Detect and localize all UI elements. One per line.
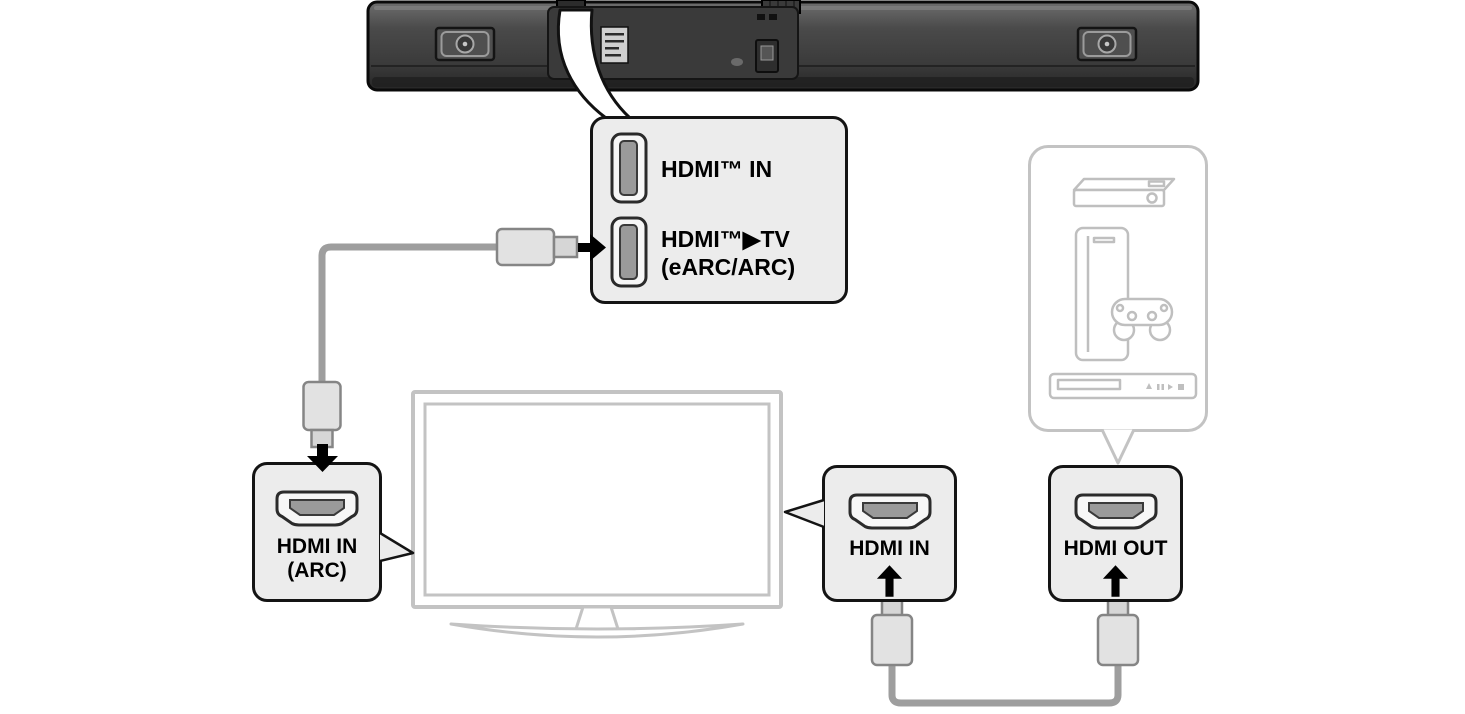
wall-mount-slot-icon (434, 26, 496, 62)
hdmi-port-icon (275, 490, 359, 527)
tv-hdmi-in-box: HDMI IN (822, 465, 957, 602)
hdmi-tv-label-line1: HDMI™▶TV (661, 226, 790, 252)
hdmi-plug-icon (495, 227, 579, 267)
hdmi-port-icon (610, 132, 648, 204)
hdmi-port-icon (1074, 493, 1157, 530)
external-devices-art (1048, 177, 1198, 400)
arrow-up-icon (1102, 565, 1129, 597)
hdmi-out-box-label: HDMI OUT (1063, 537, 1168, 560)
connector-pin (769, 14, 777, 20)
soundbar-ports-balloon: HDMI™ IN HDMI™▶TV (eARC/ARC) (590, 116, 848, 304)
soundbar-rear-icon (366, 0, 1200, 92)
tv-arc-port-box: HDMI IN (ARC) (252, 462, 382, 602)
hdmi-cable-device-to-tv (888, 662, 1122, 707)
set-top-box-icon (1072, 177, 1176, 208)
hdmi-cable-soundbar-to-tv (318, 243, 500, 388)
disc-player-buttons (1146, 383, 1184, 390)
hdmi-plug-icon (1096, 598, 1140, 667)
arc-box-label-line1: HDMI IN (276, 535, 358, 558)
hdmi-port-icon (610, 216, 648, 288)
tv-stand-neck (573, 605, 621, 631)
cable-hole (731, 58, 743, 66)
hdmi-in-box-label: HDMI IN (849, 537, 930, 560)
soundbar-connector-panel (547, 6, 799, 80)
hdmi-tv-label-line2: (eARC/ARC) (661, 254, 796, 280)
tv-outline-icon (411, 390, 783, 639)
hdmi-plug-icon (870, 598, 914, 667)
connector-pin (757, 14, 765, 20)
hdmi-in-port-label: HDMI™ IN (661, 156, 773, 182)
connector-label-plate (600, 26, 629, 64)
external-devices-box (1028, 145, 1208, 432)
arc-box-label-line2: (ARC) (287, 559, 347, 582)
hdmi-plug-icon (302, 380, 342, 449)
arrow-up-icon (876, 565, 903, 597)
disc-player-icon (1048, 372, 1198, 400)
hdmi-port-icon (848, 493, 931, 530)
tv-stand-base (449, 622, 745, 639)
wall-mount-slot-icon (1076, 26, 1138, 62)
device-hdmi-out-box: HDMI OUT (1048, 465, 1183, 602)
hdmi-tv-earc-port-label: HDMI™▶TV (eARC/ARC) (661, 225, 795, 281)
arc-box-label: HDMI IN (ARC) (277, 535, 358, 583)
gamepad-icon (1110, 297, 1174, 342)
